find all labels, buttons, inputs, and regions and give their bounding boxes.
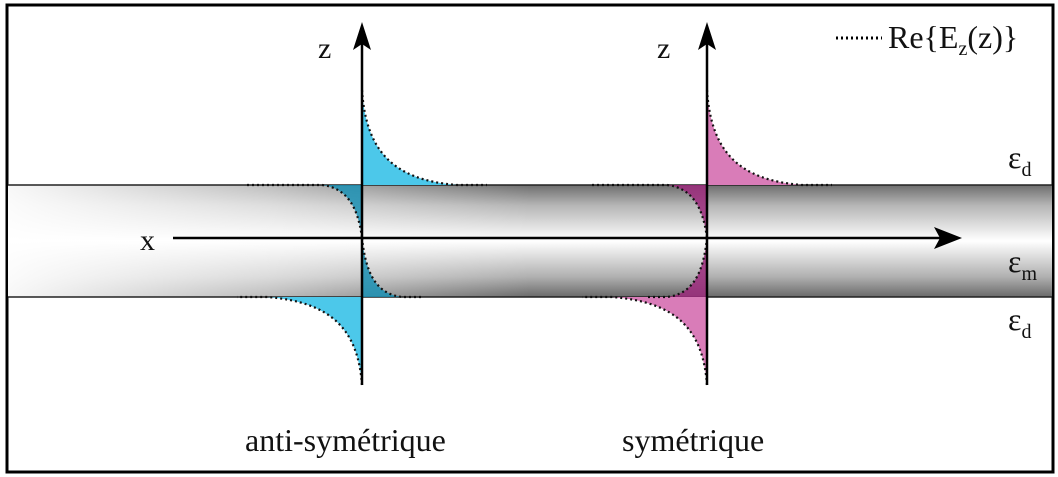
- legend: Re{Ez(z)}: [836, 19, 1018, 60]
- field-curve-inside-top: [592, 183, 709, 239]
- x-axis-label: x: [140, 224, 155, 257]
- field-curve-top: [705, 89, 832, 187]
- field-lobe-top: [707, 90, 802, 185]
- field-curve-inside-bottom: [647, 237, 709, 299]
- field-curve-bottom: [237, 295, 364, 386]
- antisymmetric-mode-profile: [237, 89, 487, 386]
- field-lobe-bottom: [612, 297, 707, 385]
- epsilon-d-bottom-label: εd: [1008, 301, 1031, 343]
- symmetric-mode-profile: [582, 89, 832, 386]
- epsilon-d-top-label: εd: [1008, 139, 1031, 181]
- z-axis-right-arrowhead: [698, 22, 716, 50]
- x-axis-arrowhead: [934, 227, 962, 249]
- z-axis-left-arrowhead: [353, 22, 371, 50]
- field-curve-bottom: [582, 295, 709, 386]
- legend-label: Re{Ez(z)}: [888, 19, 1018, 60]
- field-inside-top: [322, 185, 362, 238]
- z-axis-left-label: z: [318, 32, 331, 65]
- antisymmetric-caption: anti-symétrique: [245, 422, 446, 458]
- z-axis-right-label: z: [657, 32, 670, 65]
- field-curve-inside-bottom: [360, 237, 422, 299]
- metal-slab: [8, 184, 1052, 298]
- field-inside-bottom: [667, 238, 707, 297]
- field-curve-top: [360, 89, 487, 187]
- field-inside-bottom: [362, 238, 402, 297]
- symmetric-caption: symétrique: [622, 422, 764, 458]
- field-curve-inside-top: [247, 183, 364, 239]
- epsilon-m-label: εm: [1008, 243, 1037, 285]
- field-lobe-bottom: [267, 297, 362, 385]
- field-inside-top: [667, 185, 707, 238]
- field-lobe-top: [362, 90, 457, 185]
